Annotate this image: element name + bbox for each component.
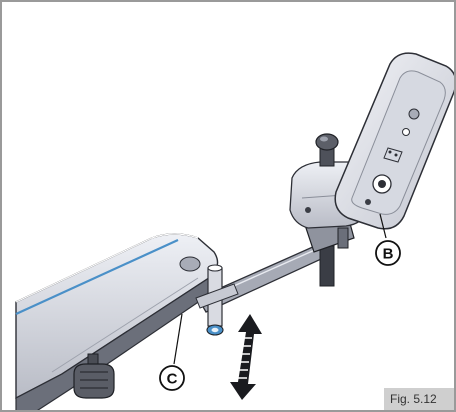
swing-arm [195, 241, 333, 336]
callout-b: B [375, 213, 401, 266]
callout-c-label: C [167, 371, 178, 388]
joystick-icon [315, 133, 339, 167]
control-panel [334, 52, 454, 230]
armrest-body [15, 233, 219, 410]
callout-b-label: B [383, 246, 394, 263]
callout-c: C [159, 313, 185, 391]
double-headed-arrow-icon [230, 314, 262, 400]
figure-caption: Fig. 5.12 [384, 388, 454, 410]
knob-icon [73, 353, 115, 399]
